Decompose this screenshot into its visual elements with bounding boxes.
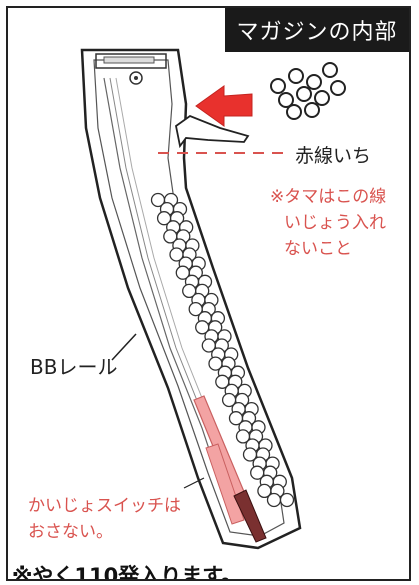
capacity-note: ※やく110発入ります。 [12,564,243,581]
bb-rail [103,77,223,489]
feed-lip [175,114,250,149]
red-line-label: 赤線いち [295,145,372,167]
bb-pellet-cluster-icon [270,62,346,120]
warning-note: ※タマはこの線 いじょう入れ ないこと [270,184,386,262]
switch-note: かいじょスイッチは おさない。 [28,493,181,545]
bb-pellet [279,492,295,508]
switch-line-1: かいじょスイッチは [28,496,181,516]
warning-line-2: いじょう入れ [284,213,386,233]
bb-rail-label: BBレール [30,355,118,379]
bb-pellet [266,492,282,508]
red-arrow-icon [195,85,253,127]
warning-line-3: ないこと [284,239,352,259]
magazine-diagram [80,48,346,550]
bb-stack [150,192,295,508]
title-banner: マガジンの内部 [225,8,409,52]
diagram-frame: マガジンの内部 赤線いち ※タマはこの線 いじょう入れ ないこと BBレール か… [6,6,411,581]
magazine-top-cap [95,53,167,69]
switch-line-2: おさない。 [28,522,113,542]
warning-line-1: ※タマはこの線 [270,187,387,207]
bb-rail-leader [111,333,137,361]
